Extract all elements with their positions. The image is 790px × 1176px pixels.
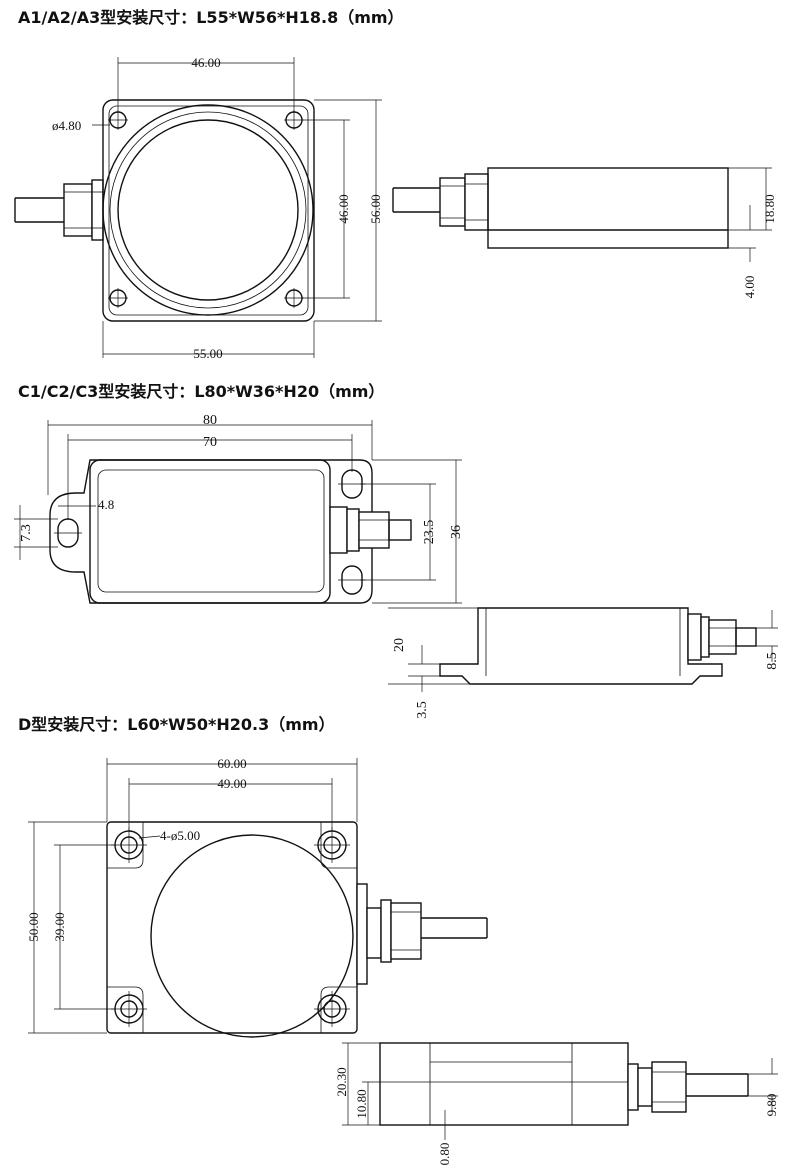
c-side-base: 3.5 (415, 701, 430, 719)
c-ear-offset: 7.3 (19, 524, 34, 542)
c-hole-size: 4.8 (98, 497, 114, 512)
d-total-height: 50.00 (26, 912, 41, 941)
d-total-length: 60.00 (217, 756, 246, 771)
section-c-side-view (388, 607, 778, 692)
c-side-height: 20 (392, 638, 407, 652)
d-side-mid: 10.80 (354, 1089, 369, 1118)
a-top-hole-spacing: 46.00 (191, 55, 220, 70)
a-side-base: 4.00 (742, 276, 757, 299)
a-side-height: 18.80 (762, 194, 777, 223)
d-vertical-hole-spacing: 39.00 (52, 912, 67, 941)
section-a-title: A1/A2/A3型安装尺寸：L55*W56*H18.8（mm） (18, 8, 404, 27)
c-connector-height: 8.5 (765, 652, 780, 670)
section-d-title: D型安装尺寸：L60*W50*H20.3（mm） (18, 715, 335, 734)
a-total-width: 55.00 (193, 346, 222, 361)
c-hole-spacing: 70 (203, 435, 217, 450)
c-total-width: 36 (449, 525, 464, 539)
section-a-top-view (14, 57, 382, 358)
d-hole-diameter: 4-ø5.00 (160, 828, 200, 843)
section-c-top-view (14, 420, 462, 604)
c-hole-pitch: 23.5 (422, 520, 437, 545)
c-total-length: 80 (203, 413, 217, 428)
a-total-height: 56.00 (368, 194, 383, 223)
section-d-side-view (342, 1042, 778, 1140)
d-hole-spacing: 49.00 (217, 776, 246, 791)
d-side-height: 20.30 (334, 1067, 349, 1096)
section-c-title: C1/C2/C3型安装尺寸：L80*W36*H20（mm） (18, 382, 385, 401)
section-d-top-view (28, 758, 488, 1038)
a-side-hole-spacing: 46.00 (336, 194, 351, 223)
d-connector-height: 9.80 (764, 1094, 779, 1117)
d-side-base: 0.80 (437, 1143, 452, 1166)
section-a-side-view (392, 167, 772, 262)
a-hole-diameter: ø4.80 (52, 118, 81, 133)
